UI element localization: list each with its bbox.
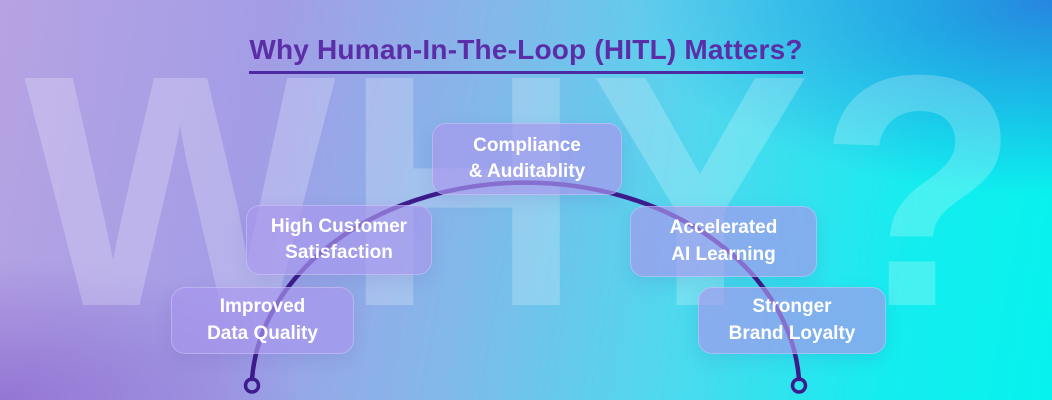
benefit-line-2: AI Learning [671, 243, 776, 265]
benefit-line-1: Accelerated [669, 217, 778, 239]
benefit-line-1: Compliance [473, 134, 581, 156]
benefit-card-stronger-brand-loyalty: Stronger Brand Loyalty [698, 287, 886, 354]
benefit-card-label: Improved Data Quality [207, 294, 318, 346]
benefit-card-accelerated-ai-learning: Accelerated AI Learning [630, 206, 817, 277]
benefit-line-1: Improved [219, 296, 306, 318]
page-title: Why Human-In-The-Loop (HITL) Matters? [249, 34, 803, 74]
benefit-card-label: High Customer Satisfaction [271, 214, 407, 266]
benefit-card-improved-data-quality: Improved Data Quality [171, 287, 354, 354]
benefit-card-label: Compliance & Auditablity [469, 133, 585, 185]
header: Why Human-In-The-Loop (HITL) Matters? [0, 34, 1052, 74]
benefit-line-2: Brand Loyalty [728, 322, 856, 344]
benefit-card-high-customer-satisfaction: High Customer Satisfaction [246, 205, 432, 275]
benefit-line-2: Data Quality [207, 322, 318, 344]
right-endpoint-ring [790, 377, 808, 394]
benefit-line-1: Stronger [752, 296, 832, 318]
benefit-card-compliance: Compliance & Auditablity [432, 123, 622, 195]
benefit-line-2: & Auditablity [468, 161, 586, 182]
benefit-card-label: Stronger Brand Loyalty [729, 294, 856, 346]
benefit-line-2: Satisfaction [285, 242, 393, 263]
left-endpoint-ring [243, 377, 261, 394]
benefit-card-label: Accelerated AI Learning [670, 215, 778, 267]
benefit-line-1: High Customer [270, 215, 408, 237]
